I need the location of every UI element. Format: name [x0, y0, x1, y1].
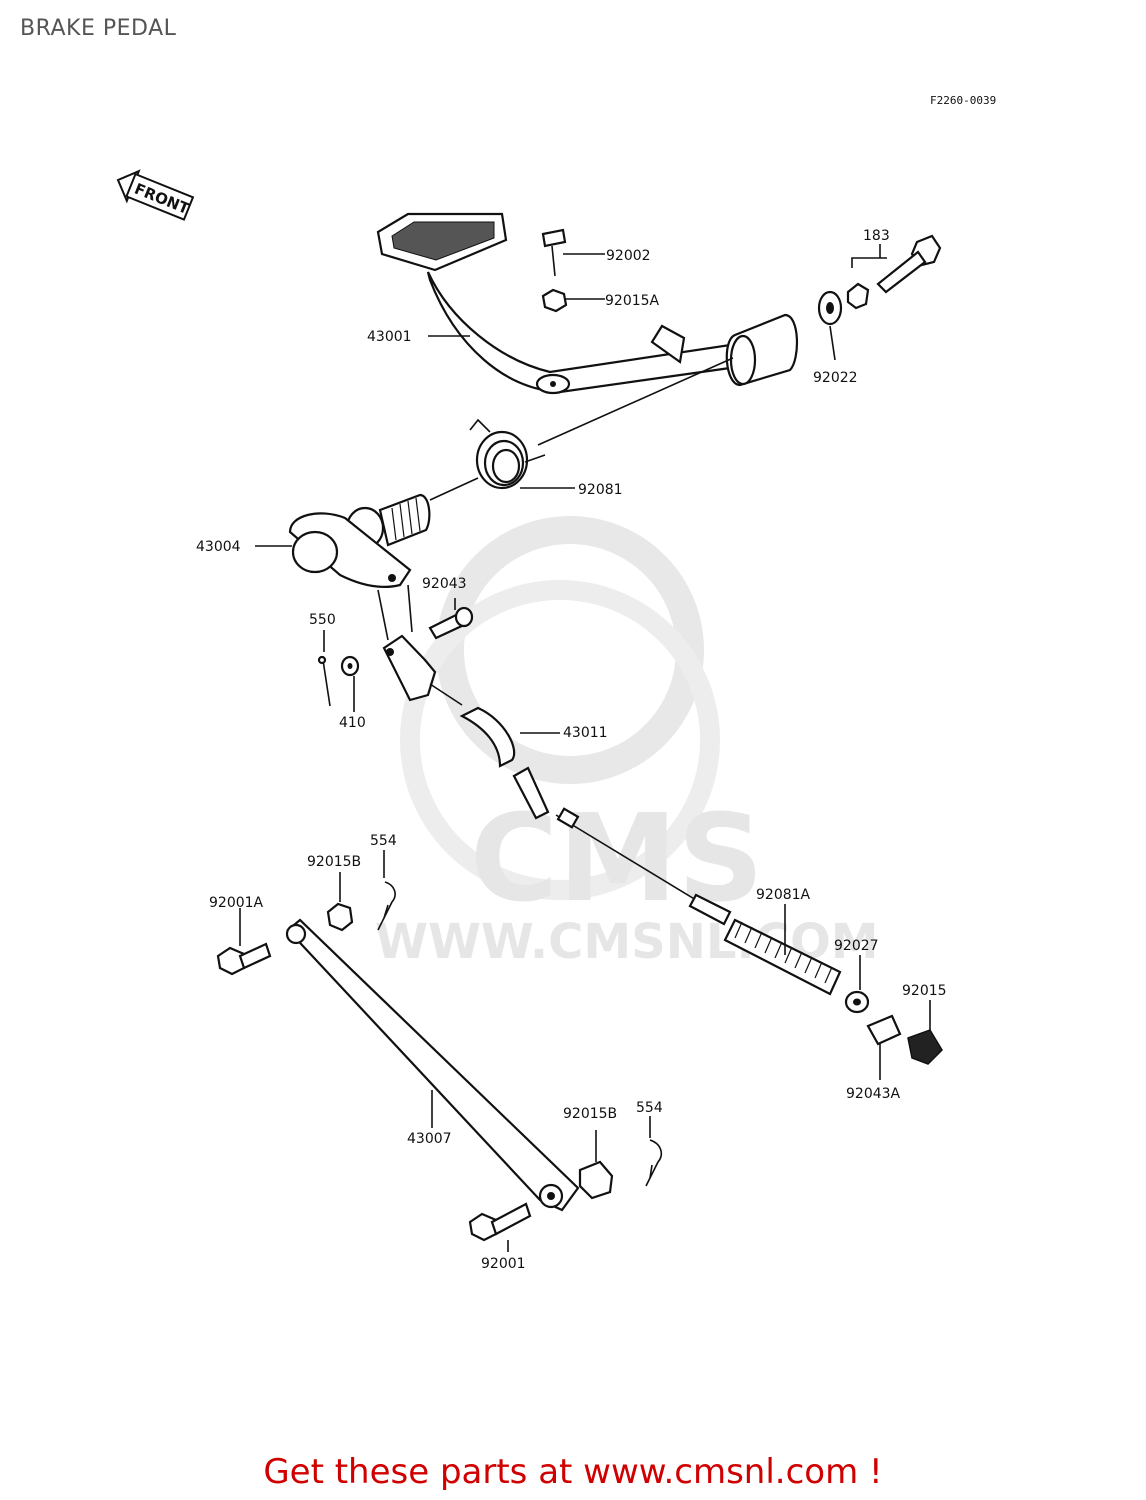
washer-410	[340, 655, 360, 712]
cotter-pin-554-upper	[377, 850, 396, 931]
diagram-code: F2260-0039	[930, 94, 996, 107]
callout-92015B-lower: 92015B	[563, 1106, 617, 1122]
callout-43007: 43007	[407, 1131, 452, 1147]
bolt-92002	[541, 228, 605, 277]
callout-183: 183	[863, 228, 890, 244]
callout-92015: 92015	[902, 983, 947, 999]
callout-92081A: 92081A	[756, 887, 811, 903]
callout-92001A: 92001A	[209, 895, 264, 911]
callout-554-upper: 554	[370, 833, 397, 849]
callout-550: 550	[309, 612, 336, 628]
pin-92043	[428, 598, 474, 640]
washer-92027	[844, 955, 870, 1014]
nut-92015A	[541, 288, 605, 313]
callout-410: 410	[339, 715, 366, 731]
watermark: CMS WWW.CMSNL.COM	[375, 516, 879, 970]
callout-92043A: 92043A	[846, 1086, 901, 1102]
callout-92002: 92002	[606, 248, 651, 264]
spring-92081	[429, 357, 734, 501]
callout-43001: 43001	[367, 329, 412, 345]
callout-554-lower: 554	[636, 1100, 663, 1116]
pin-92043A	[866, 1014, 902, 1080]
rod-43007	[285, 918, 580, 1212]
clevis	[382, 634, 463, 706]
callout-92022: 92022	[813, 370, 858, 386]
brake-rod-43011	[459, 706, 732, 926]
parts-diagram: CMS WWW.CMSNL.COM F2260-0039 FRONT	[116, 94, 996, 1272]
spring-92081A	[723, 904, 842, 996]
lever-43004	[255, 493, 431, 641]
bolt-92001	[468, 1202, 532, 1252]
nut-92015B-lower	[578, 1130, 614, 1200]
callout-92015B-upper: 92015B	[307, 854, 361, 870]
callout-43004: 43004	[196, 539, 241, 555]
page-title: BRAKE PEDAL	[20, 16, 177, 41]
bolt-183	[846, 234, 942, 310]
callout-92027: 92027	[834, 938, 879, 954]
nut-92015	[907, 1000, 943, 1065]
cotter-pin-550	[317, 630, 331, 707]
washer-92022	[817, 290, 843, 361]
nut-92015B-upper	[326, 872, 354, 932]
front-arrow-icon: FRONT	[116, 169, 195, 221]
cotter-pin-554-lower	[645, 1116, 663, 1187]
callout-43011: 43011	[563, 725, 608, 741]
callout-92043: 92043	[422, 576, 467, 592]
bolt-92001A	[216, 908, 272, 976]
callout-92015A: 92015A	[605, 293, 660, 309]
brake-pedal-43001	[376, 212, 799, 395]
callout-92081: 92081	[578, 482, 623, 498]
callout-92001: 92001	[481, 1256, 526, 1272]
footer-link[interactable]: Get these parts at www.cmsnl.com !	[263, 1452, 883, 1492]
